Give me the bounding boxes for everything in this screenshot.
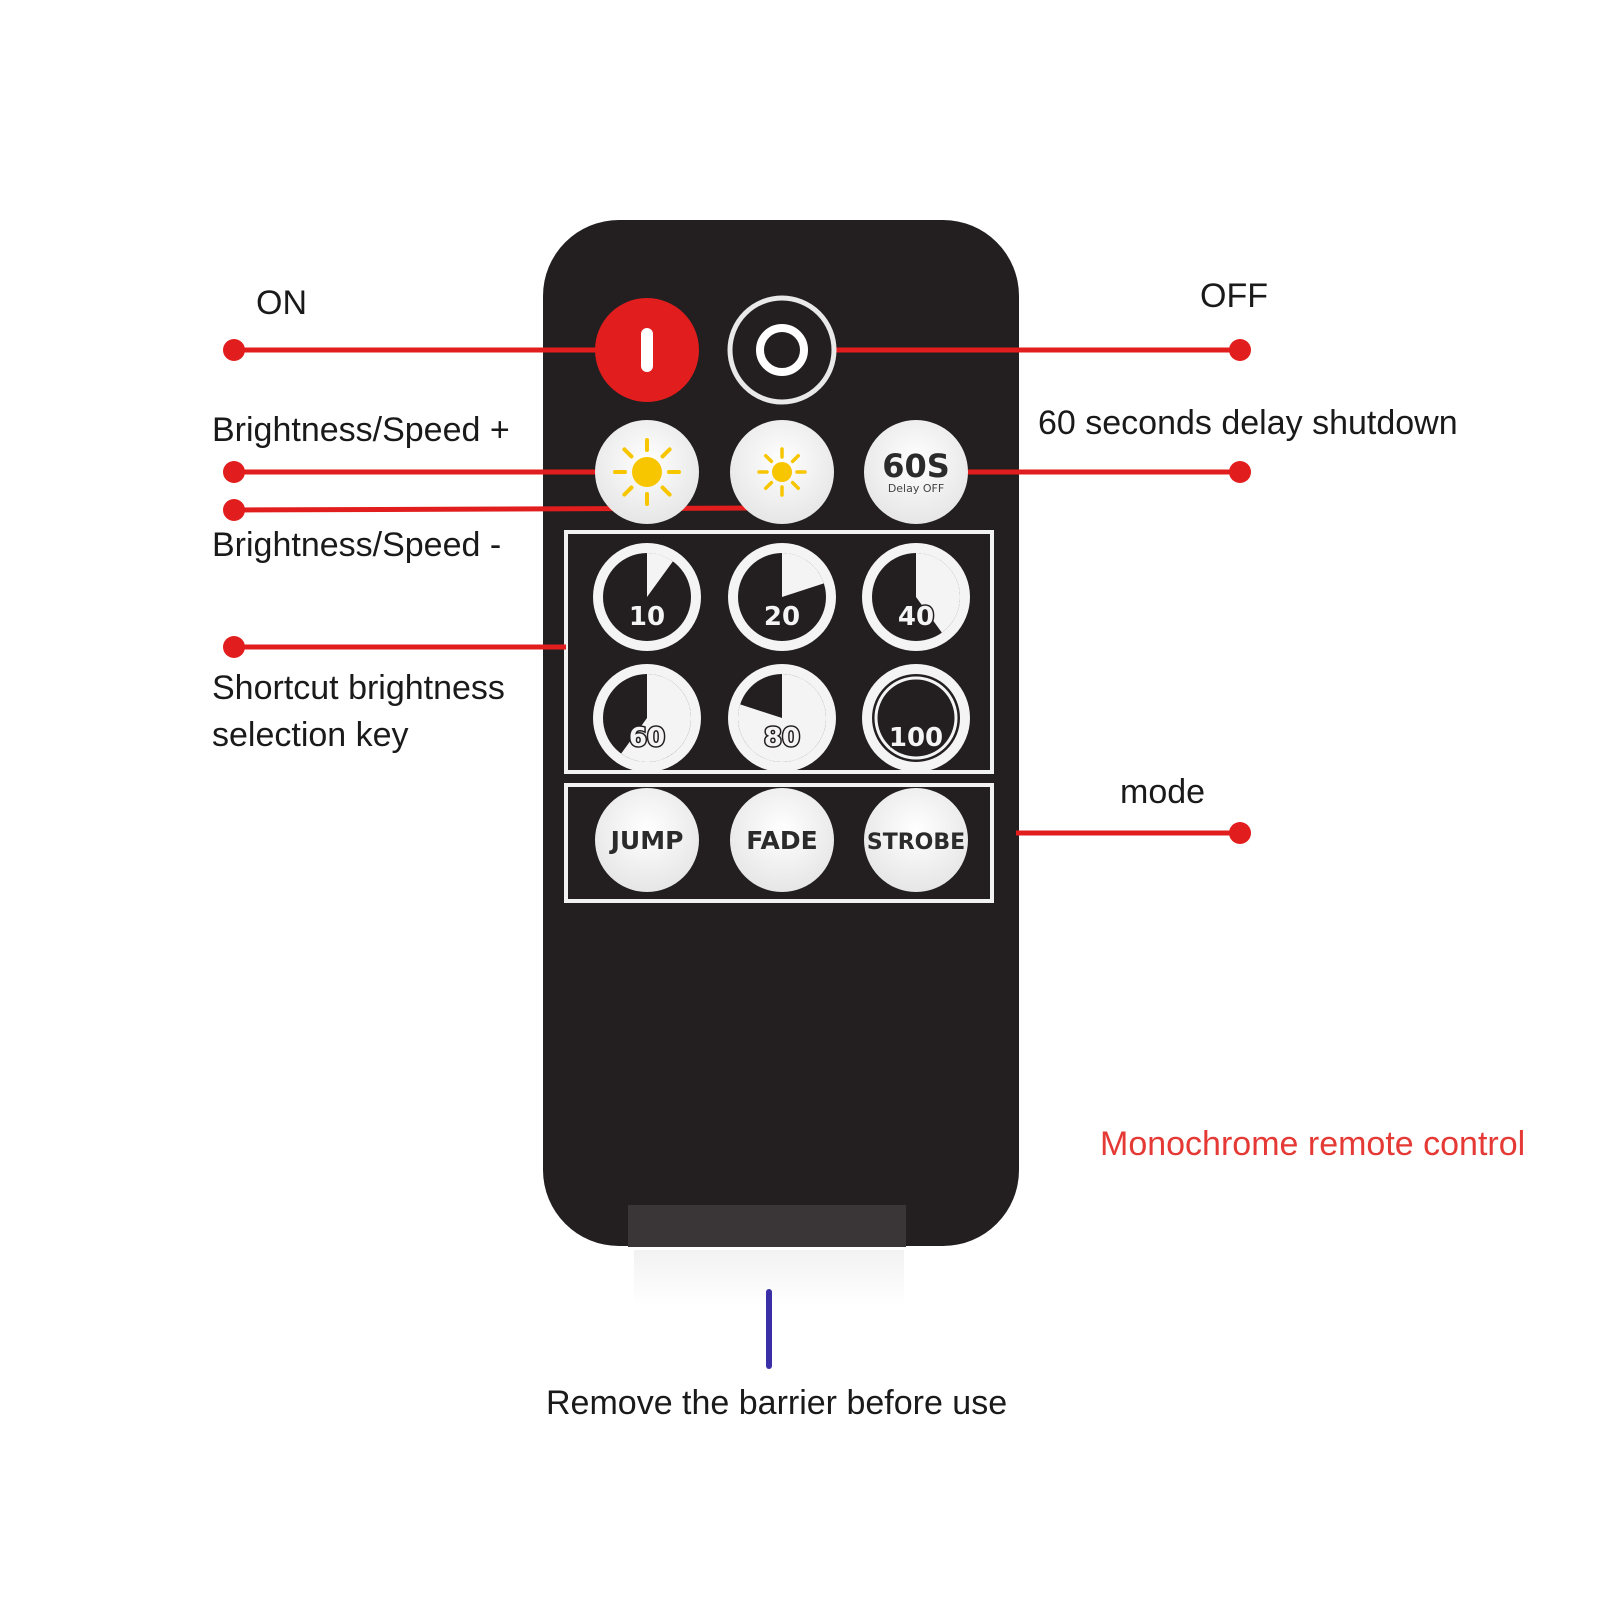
sun-small-icon bbox=[757, 447, 807, 497]
brightness-key-label-60: 60 bbox=[629, 723, 665, 753]
sun-large-icon bbox=[613, 438, 681, 506]
level-fill-10 bbox=[647, 553, 673, 597]
off-button[interactable] bbox=[727, 295, 837, 405]
level-fill-40 bbox=[916, 552, 961, 633]
battery-barrier-tab bbox=[628, 1205, 906, 1247]
mode-key-fade[interactable]: FADE bbox=[730, 788, 834, 892]
delay-dot bbox=[1229, 461, 1251, 483]
pointer-dots bbox=[223, 339, 1251, 844]
label-brightness-minus: Brightness/Speed - bbox=[212, 526, 502, 564]
label-brightness-plus: Brightness/Speed + bbox=[212, 411, 510, 449]
brightness-key-80[interactable]: 80 bbox=[728, 664, 836, 772]
delay-button-sub: Delay OFF bbox=[888, 482, 944, 495]
label-barrier: Remove the barrier before use bbox=[546, 1384, 1008, 1422]
brightness-key-label-10: 10 bbox=[629, 602, 665, 632]
brightness-key-40[interactable]: 40 bbox=[862, 543, 970, 651]
delay-button-main: 60S bbox=[882, 447, 950, 485]
brightness-minus-dot bbox=[223, 499, 245, 521]
on-dot bbox=[223, 339, 245, 361]
mode-key-label-jump: JUMP bbox=[609, 826, 684, 855]
mode-key-label-fade: FADE bbox=[746, 826, 817, 855]
label-shortcut-line1: Shortcut brightness bbox=[212, 669, 505, 707]
mode-keys: JUMP FADE STROBE bbox=[595, 788, 968, 892]
label-shortcut: Shortcut brightness selection key bbox=[212, 665, 505, 759]
level-fill-60 bbox=[621, 674, 691, 762]
brightness-key-label-80: 80 bbox=[764, 723, 800, 753]
mode-key-jump[interactable]: JUMP bbox=[595, 788, 699, 892]
level-fill-80 bbox=[737, 674, 826, 763]
label-off: OFF bbox=[1200, 277, 1268, 315]
mode-key-label-strobe: STROBE bbox=[867, 830, 965, 855]
mode-key-strobe[interactable]: STROBE bbox=[864, 788, 968, 892]
label-product: Monochrome remote control bbox=[1100, 1125, 1526, 1163]
shortcut-dot bbox=[223, 636, 245, 658]
on-button[interactable] bbox=[595, 298, 699, 402]
power-off-icon bbox=[756, 324, 808, 376]
label-on: ON bbox=[256, 284, 307, 322]
label-mode: mode bbox=[1120, 773, 1206, 811]
off-dot bbox=[1229, 339, 1251, 361]
brightness-key-60[interactable]: 60 bbox=[593, 664, 701, 772]
brightness-key-100[interactable]: 100 bbox=[862, 664, 970, 772]
brightness-key-20[interactable]: 20 bbox=[728, 543, 836, 651]
level-fill-100 bbox=[874, 676, 958, 760]
label-delay: 60 seconds delay shutdown bbox=[1038, 404, 1458, 442]
mode-keys-frame bbox=[564, 783, 994, 903]
brightness-plus-button[interactable] bbox=[595, 420, 699, 524]
pointer-lines bbox=[233, 347, 1240, 836]
brightness-keys-frame bbox=[564, 530, 994, 774]
power-on-icon bbox=[641, 328, 653, 372]
mode-dot bbox=[1229, 822, 1251, 844]
label-shortcut-line2: selection key bbox=[212, 715, 409, 754]
brightness-key-label-20: 20 bbox=[764, 602, 800, 632]
brightness-key-label-100: 100 bbox=[889, 723, 943, 753]
delay-off-button[interactable]: 60S Delay OFF bbox=[864, 420, 968, 524]
shortcut-brightness-keys: 10 20 40 60 80 100 bbox=[593, 543, 970, 772]
brightness-plus-dot bbox=[223, 461, 245, 483]
level-fill-20 bbox=[782, 553, 824, 597]
brightness-minus-button[interactable] bbox=[730, 420, 834, 524]
brightness-key-10[interactable]: 10 bbox=[593, 543, 701, 651]
brightness-key-label-40: 40 bbox=[898, 602, 934, 632]
